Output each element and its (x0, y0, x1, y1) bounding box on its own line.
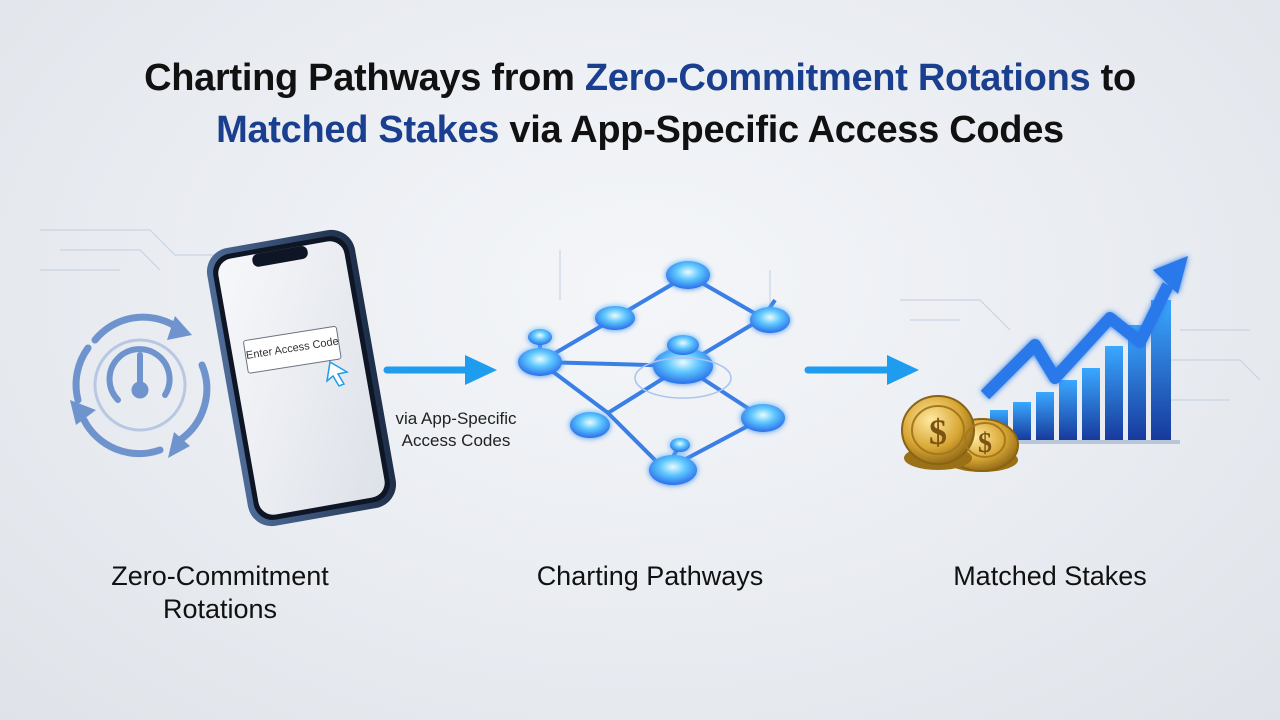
connector-label-line1: via App-Specific (395, 409, 517, 428)
growth-bar (1128, 325, 1146, 440)
connector-label: via App-Specific Access Codes (376, 408, 536, 452)
rotation-cycle-icon (70, 313, 211, 458)
growth-bar (1036, 392, 1054, 440)
growth-bar (1151, 300, 1171, 440)
arrow-to-pathways (383, 355, 497, 385)
arrow-to-stakes (804, 355, 919, 385)
growth-bar (1013, 402, 1031, 440)
growth-bar (1105, 346, 1123, 440)
stage-label-rotations: Zero-Commitment Rotations (60, 560, 380, 626)
growth-bar (1082, 368, 1100, 440)
growth-arrow-head (1153, 256, 1188, 294)
stage-label-stakes: Matched Stakes (953, 561, 1147, 591)
title-line2-accent: Matched Stakes (216, 109, 500, 151)
title-line1-accent: Zero-Commitment Rotations (584, 57, 1091, 99)
coin-symbol: $ (978, 428, 992, 459)
title-line1-pre: Charting Pathways from (144, 57, 585, 99)
stage-label-pathways: Charting Pathways (536, 561, 764, 591)
smartphone-icon (206, 229, 397, 527)
stage-label-rotations-line1: Zero-Commitment (111, 561, 329, 591)
growth-chart-icon (980, 256, 1188, 444)
connector-label-line2: Access Codes (401, 431, 511, 450)
growth-trend-line (980, 282, 1174, 400)
coin-symbol: $ (929, 412, 947, 452)
diagram-title: Charting Pathways from Zero-Commitment R… (0, 52, 1280, 156)
network-pathways-icon (518, 261, 790, 485)
cursor-icon (325, 360, 350, 387)
title-line1-post: to (1090, 57, 1137, 99)
circuit-traces (40, 229, 1261, 401)
title-line2-post: via App-Specific Access Codes (499, 109, 1064, 151)
gold-coins-icon: $ $ (901, 395, 1019, 472)
stage-label-rotations-line2: Rotations (162, 594, 278, 624)
growth-bar (1059, 380, 1077, 440)
